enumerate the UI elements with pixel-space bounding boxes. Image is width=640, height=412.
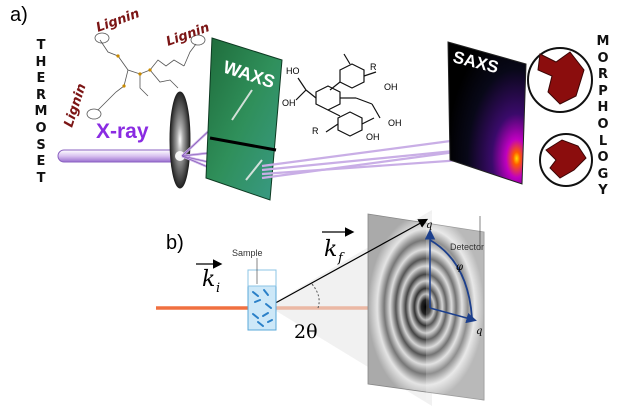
molecule-label: HO [286,66,300,76]
panel-a-label: a) [10,4,28,26]
sample-cuvette [247,269,277,331]
morphology-bottom-circle [539,133,593,187]
lignin-label: Lignin [62,82,90,129]
lignin-thermoset-molecule [86,32,206,120]
thermoset-letter: T [36,170,46,186]
ki-subscript: i [216,281,220,296]
xray-label: X-ray [96,120,149,143]
lignin-molecule-structure [295,53,381,137]
thermoset-letter: O [35,120,47,136]
detector-label: Detector [450,242,484,252]
morphology-top-circle [527,47,593,113]
saxs-scattered-rays [261,138,471,180]
phi-label: φ [456,262,463,273]
panel-b-label: b) [166,232,184,254]
molecule-label: R [370,62,377,72]
lignin-label: Lignin [164,20,211,49]
molecule-label: OH [366,132,380,142]
molecule-label: OH [388,118,402,128]
ki-label: k [202,267,215,292]
morphology-label: M O R P H O L O G Y [596,34,610,200]
morphology-letter: O [597,150,609,166]
morphology-letter: H [597,100,609,116]
thermoset-letter: R [35,87,46,103]
phi-arc [429,239,473,319]
morphology-letter: O [597,50,609,66]
waxs-detector [205,37,283,201]
morphology-letter: R [597,67,608,83]
thermoset-letter: S [36,137,46,153]
morphology-letter: M [596,34,610,49]
xray-beam [57,149,183,163]
q-top-label: q [426,220,432,231]
molecule-label: R [312,126,319,136]
morphology-letter: G [597,166,609,182]
two-theta-label: 2θ [294,321,318,343]
kf-subscript: f [337,251,345,266]
lignin-label: Lignin [94,6,141,35]
morphology-letter: L [598,133,608,149]
thermoset-letter: E [36,71,46,87]
q-right-label: q [476,326,482,337]
thermoset-letter: H [35,54,47,70]
thermoset-letter: E [36,154,46,170]
morphology-letter: Y [598,183,608,199]
molecule-label: OH [282,98,296,108]
kf-arrow [269,218,429,307]
sample-disk [169,91,191,189]
morphology-letter: P [598,83,608,99]
thermoset-label: T H E R M O S E T [34,38,48,187]
detector-plane [367,213,485,401]
thermoset-letter: T [36,38,46,53]
kf-label: k [324,237,337,262]
morphology-letter: O [597,116,609,132]
sample-label: Sample [232,248,263,258]
q-horizontal-axis [429,307,477,324]
molecule-label: OH [384,82,398,92]
thermoset-letter: M [34,104,48,120]
saxs-detector [447,41,527,185]
